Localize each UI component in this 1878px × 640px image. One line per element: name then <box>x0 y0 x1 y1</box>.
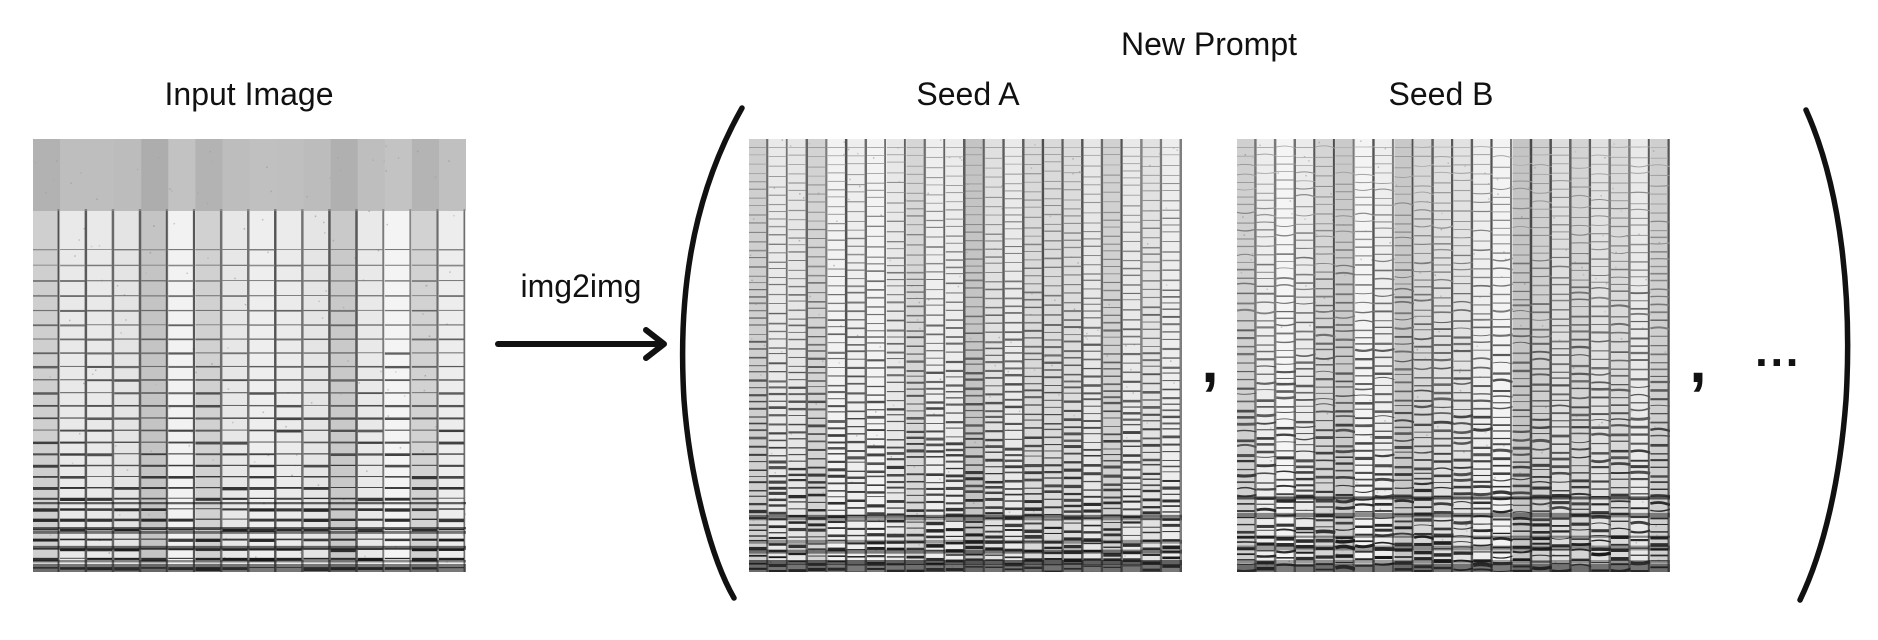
left-parenthesis <box>679 105 745 601</box>
input-spectrogram-graphic <box>33 139 466 572</box>
right-parenthesis <box>1797 107 1851 603</box>
arrow-head <box>643 327 667 361</box>
seed-b-spectrogram-graphic <box>1237 139 1670 572</box>
seed-a-title: Seed A <box>916 76 1020 112</box>
input-spectrogram <box>33 139 466 572</box>
ellipsis: ··· <box>1755 336 1801 388</box>
seed-a-spectrogram <box>749 139 1182 572</box>
seed-a-spectrogram-graphic <box>749 139 1182 572</box>
seed-b-spectrogram <box>1237 139 1670 572</box>
comma-separator-1: , <box>1201 327 1218 396</box>
new-prompt-title: New Prompt <box>1120 26 1298 62</box>
img2img-arrow <box>495 327 667 361</box>
seed-b-title: Seed B <box>1388 76 1494 112</box>
comma-separator-2: , <box>1689 327 1706 396</box>
img2img-label: img2img <box>520 268 642 304</box>
input-image-title: Input Image <box>164 76 334 112</box>
